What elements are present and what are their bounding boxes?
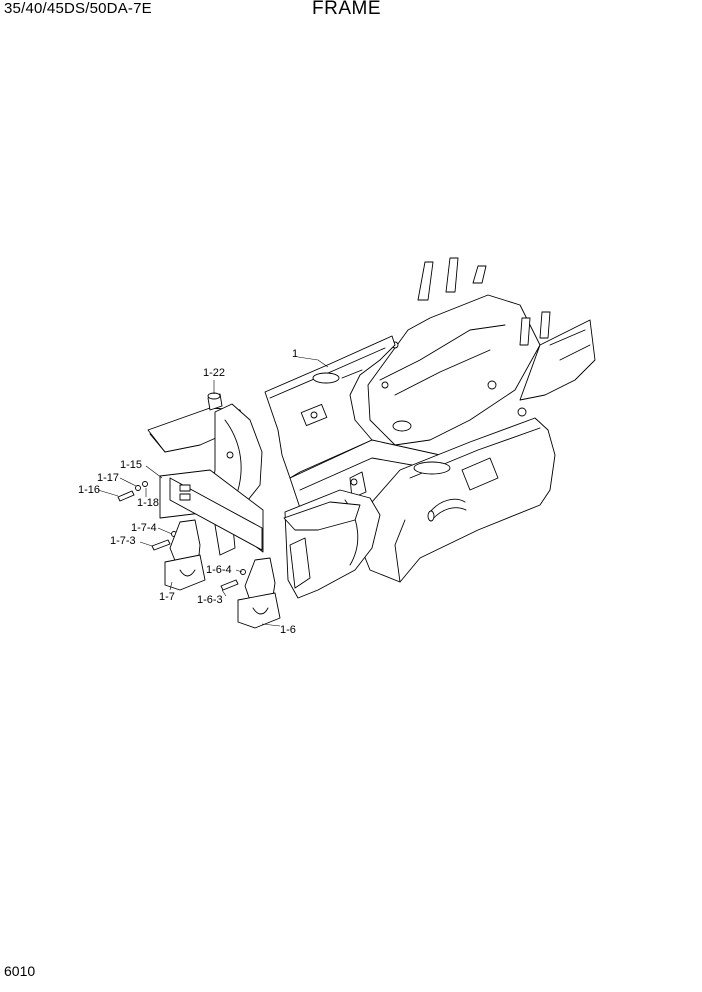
page-title: FRAME — [312, 0, 381, 19]
leader-lines — [97, 356, 329, 627]
callout-1-6-4: 1-6-4 — [206, 564, 232, 576]
front-axle-brackets — [147, 403, 381, 599]
callout-1-15: 1-15 — [120, 459, 142, 471]
callout-1-17: 1-17 — [97, 472, 119, 484]
rear-mast-support — [367, 257, 596, 446]
callout-1-7-3: 1-7-3 — [110, 535, 136, 547]
callout-1-7: 1-7 — [159, 591, 175, 603]
callout-1-18: 1-18 — [137, 497, 159, 509]
callout-1-6: 1-6 — [280, 624, 296, 636]
callout-1-7-4: 1-7-4 — [131, 522, 157, 534]
model-designation: 35/40/45DS/50DA-7E — [4, 0, 152, 17]
cap-1-6 — [237, 557, 281, 629]
callout-1: 1 — [292, 348, 298, 360]
bushing-part — [207, 392, 223, 411]
callout-1-16: 1-16 — [78, 484, 100, 496]
callout-labels: 1 1-22 1-15 1-17 1-16 1-18 1-7-4 1-7-3 1… — [78, 348, 298, 636]
callout-1-6-3: 1-6-3 — [197, 594, 223, 606]
cover-plate — [159, 469, 264, 553]
page-number: 6010 — [4, 963, 36, 979]
fasteners — [117, 481, 246, 591]
callout-1-22: 1-22 — [203, 367, 225, 379]
cap-1-7 — [164, 519, 206, 591]
